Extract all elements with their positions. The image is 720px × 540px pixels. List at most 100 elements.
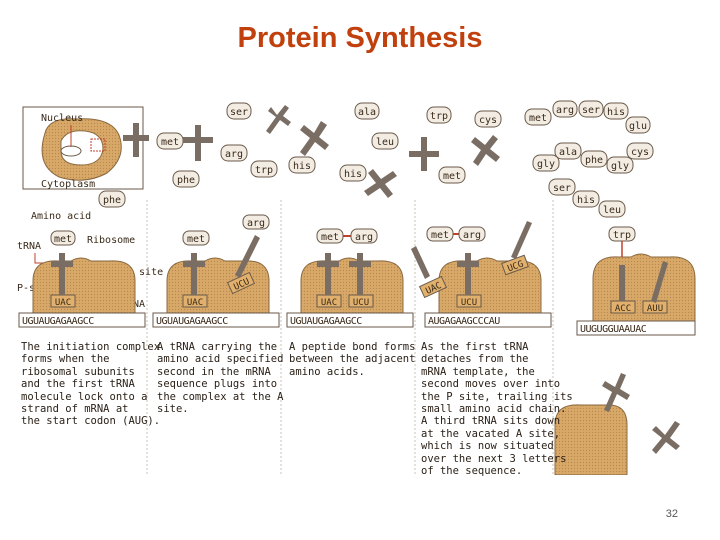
svg-text:his: his <box>577 195 595 206</box>
stage-second-trna: UAC met UCU arg UGUAUGAGAAGCC <box>152 214 280 328</box>
svg-text:ala: ala <box>559 147 577 158</box>
svg-text:phe: phe <box>103 195 121 206</box>
caption-initiation: The initiation complex forms when the ri… <box>21 341 161 428</box>
stage-initiation: UAC met UGUAUGAGAAGCC <box>18 230 146 328</box>
trna <box>457 253 479 295</box>
amino-bubble: his <box>339 164 367 182</box>
svg-text:arg: arg <box>355 232 373 243</box>
svg-text:phe: phe <box>177 175 195 186</box>
amino-bubble: met <box>438 166 466 184</box>
svg-text:his: his <box>607 107 625 118</box>
amino-bubble <box>50 230 76 246</box>
amino-bubble: met <box>156 132 184 150</box>
trna <box>317 253 339 295</box>
svg-text:ser: ser <box>553 183 571 194</box>
svg-text:phe: phe <box>585 155 603 166</box>
mrna-sequence: AUGAGAAGCCCAU <box>428 316 500 327</box>
amino-bubble <box>242 214 270 230</box>
amino-bubble: phe <box>98 190 126 208</box>
svg-text:met: met <box>54 234 72 245</box>
svg-text:UCU: UCU <box>461 298 477 308</box>
amino-bubble: cys <box>626 142 654 160</box>
anticodon-box <box>501 254 529 276</box>
amino-bubble: ser <box>578 100 604 118</box>
floating-amino-acids: ser ala trp cys met arg ser his glu met … <box>98 100 654 218</box>
svg-text:met: met <box>187 234 205 245</box>
trna <box>651 261 668 303</box>
amino-bubble: gly <box>606 156 634 174</box>
amino-bubble: gly <box>532 154 560 172</box>
slide-title: Protein Synthesis <box>237 22 483 54</box>
ribosome <box>438 257 542 326</box>
svg-text:glu: glu <box>629 121 647 132</box>
nucleus-label: Nucleus <box>41 113 83 124</box>
svg-text:gly: gly <box>537 159 555 170</box>
trna <box>51 253 73 295</box>
svg-text:gly: gly <box>611 161 629 172</box>
caption-translocation: As the first tRNA detaches from the mRNA… <box>421 341 573 478</box>
mrna-strand <box>576 320 696 336</box>
trna <box>183 253 205 295</box>
svg-text:met: met <box>443 171 461 182</box>
amino-bubble: trp <box>250 160 278 178</box>
cell-inset: Nucleus Cytoplasm <box>22 106 144 190</box>
amino-bubble: met <box>524 108 552 126</box>
svg-text:ser: ser <box>582 105 600 116</box>
trna <box>235 235 260 278</box>
svg-text:leu: leu <box>603 205 621 216</box>
amino-bubble: ala <box>354 102 380 120</box>
svg-text:met: met <box>321 232 339 243</box>
amino-bubble <box>350 228 378 244</box>
diagram-panel: Nucleus Cytoplasm ser ala trp cys met ar… <box>15 95 697 478</box>
amino-bubble <box>182 230 210 246</box>
svg-text:UAC: UAC <box>321 298 337 308</box>
amino-bubble: cys <box>474 110 502 128</box>
detached-trna <box>652 421 680 454</box>
trna-label: tRNA <box>17 241 41 252</box>
trna <box>411 246 430 279</box>
amino-bubble: phe <box>580 150 608 168</box>
ribosome <box>32 257 136 326</box>
mrna-sequence: UGUAUGAGAAGCC <box>290 316 362 327</box>
amino-bubble: leu <box>371 132 399 150</box>
svg-text:met: met <box>529 113 547 124</box>
svg-text:cys: cys <box>631 147 649 158</box>
svg-text:UAC: UAC <box>187 298 203 308</box>
amino-bubble: ser <box>226 102 252 120</box>
mrna-sequence: UGUAUGAGAAGCC <box>156 316 228 327</box>
stage-peptide-bond: UAC UCU met arg UGUAUGAGAAGCC <box>286 228 414 328</box>
anticodon-box <box>226 271 256 295</box>
mrna-sequence: UUGUGGUAAUAC <box>580 324 647 335</box>
svg-text:UAC: UAC <box>55 298 71 308</box>
svg-text:ser: ser <box>230 107 248 118</box>
caption-second-trna: A tRNA carrying the amino acid specified… <box>157 341 284 416</box>
mrna-strand <box>18 312 146 328</box>
svg-text:met: met <box>431 230 449 241</box>
amino-bubble: his <box>603 102 629 120</box>
svg-text:arg: arg <box>225 149 243 160</box>
svg-text:trp: trp <box>430 111 448 122</box>
amino-bubble: ala <box>554 142 582 160</box>
caption-peptide-bond: A peptide bond forms between the adjacen… <box>289 341 416 378</box>
svg-text:leu: leu <box>376 137 394 148</box>
floating-trna-shapes <box>123 105 500 198</box>
trna <box>349 253 371 295</box>
cytoplasm-label: Cytoplasm <box>41 179 95 190</box>
svg-text:his: his <box>344 169 362 180</box>
mrna-strand <box>152 312 280 328</box>
svg-text:ACC: ACC <box>615 304 631 314</box>
trna <box>619 265 625 301</box>
amino-bubble: arg <box>220 144 248 162</box>
amino-bubble: his <box>572 190 600 208</box>
a-site-label: A site <box>127 267 163 278</box>
amino-bubble: phe <box>172 170 200 188</box>
svg-text:arg: arg <box>463 230 481 241</box>
svg-text:arg: arg <box>247 218 265 229</box>
svg-text:cys: cys <box>479 115 497 126</box>
stage-elongation: ACC AUU trp UUGUGGUAAUAC <box>554 226 696 475</box>
amino-bubble: his <box>288 156 316 174</box>
amino-acid-label: Amino acid <box>31 211 91 222</box>
svg-text:his: his <box>293 161 311 172</box>
amino-bubble <box>458 226 486 242</box>
detached-ribosome-subunit <box>554 404 628 475</box>
